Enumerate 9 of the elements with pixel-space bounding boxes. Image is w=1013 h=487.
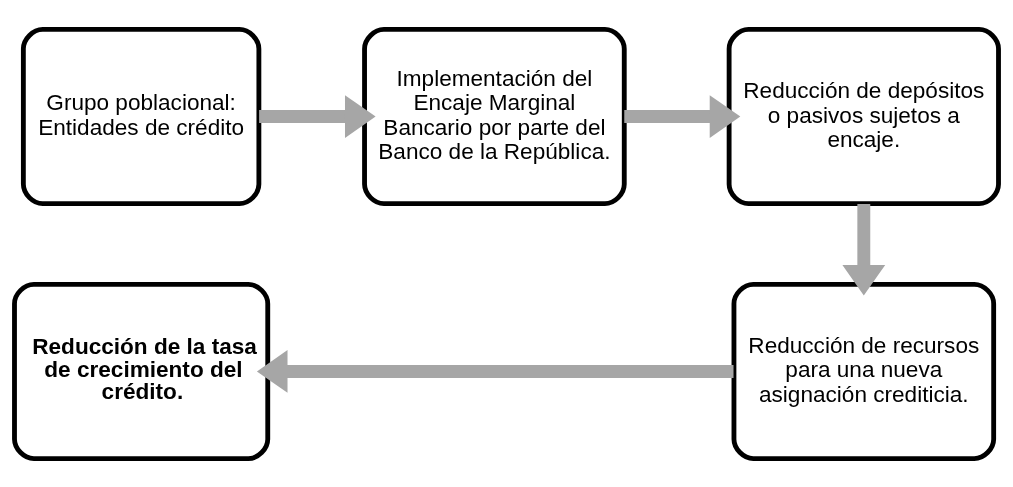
arrow (256, 349, 734, 393)
node-box: Implementación del Encaje Marginal Bancario por parte del Banco de la República. (362, 26, 627, 206)
arrow (624, 94, 741, 138)
node-box: Grupo poblacional: Entidades de crédito (20, 26, 262, 206)
node-box: Reducción de recursos para una nueva asignación crediticia. (731, 281, 997, 461)
arrow (259, 94, 376, 138)
node-box: Reducción de la tasa de crecimiento del crédito. (12, 281, 271, 461)
arrow (842, 203, 886, 296)
node-box: Reducción de depósitos o pasivos sujetos a encaje. (726, 26, 1001, 206)
